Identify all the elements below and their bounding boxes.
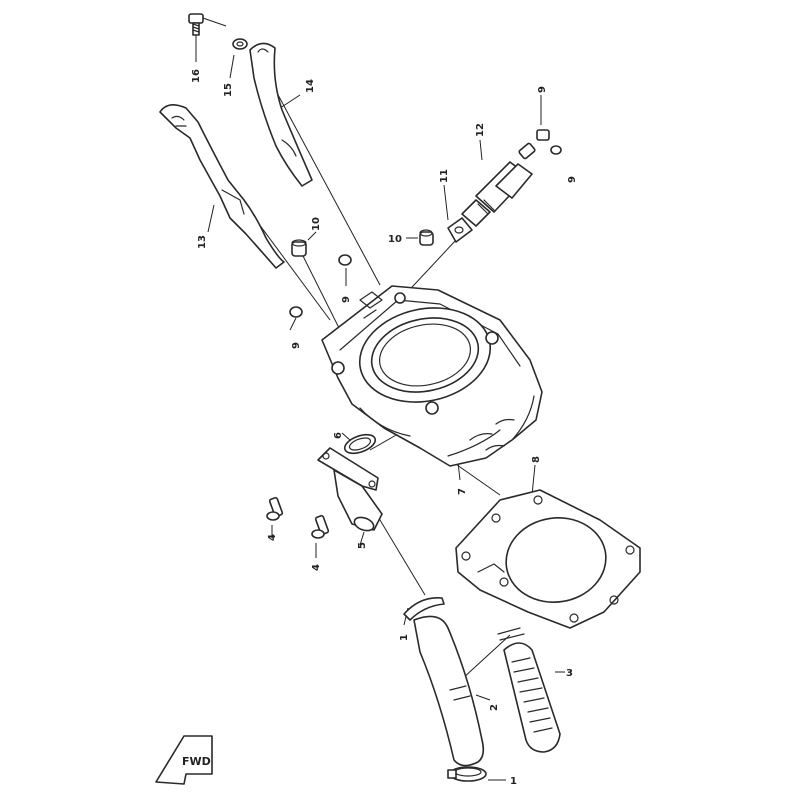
callout-5: 5 [357,542,368,549]
part-15-washer [232,38,248,50]
callout-4-right: 4 [311,564,322,571]
callout-9-mid: 9 [341,296,352,303]
part-7-cylinder-block [321,285,543,467]
callout-11: 11 [439,169,450,183]
part-4-bolt-a [266,496,284,521]
part-11-tensioner-gasket [447,217,473,243]
fwd-arrow-icon: FWD [155,735,213,785]
part-5-inlet-fitting [317,447,383,532]
callout-1-top: 1 [399,634,410,641]
part-1-clamp-top [403,597,445,621]
callout-6: 6 [333,432,344,439]
part-6-oring [343,433,377,455]
callout-13: 13 [197,235,208,249]
callout-labels: 16 15 14 13 10 10 9 9 9 9 11 12 7 8 6 5 … [191,69,578,787]
callout-10-left: 10 [311,217,322,231]
part-1-clamp-bottom [447,766,487,782]
part-16-bolt [188,13,227,36]
callout-2: 2 [489,704,500,711]
callout-15: 15 [223,83,234,97]
callout-12: 12 [475,123,486,137]
callout-16: 16 [191,69,202,83]
part-12-tensioner [461,129,562,227]
part-10-dowel-left [291,239,307,257]
part-10-dowel-right [419,229,434,246]
callout-9-right: 9 [567,176,578,183]
callout-8: 8 [531,456,542,463]
part-8-base-gasket [455,489,641,629]
part-4-bolt-b [311,514,330,539]
part-3-hose-sleeve [497,627,561,753]
part-9-oring-b [289,306,303,318]
callout-7: 7 [457,488,468,495]
part-9-oring-a [338,254,352,266]
callout-10-right: 10 [388,234,402,245]
callout-3: 3 [566,668,573,679]
part-2-hose [413,615,485,767]
callout-14: 14 [305,79,316,93]
part-13-tensioner-guide [159,104,285,269]
callout-9-top: 9 [537,86,548,93]
fwd-label: FWD [182,755,211,768]
callout-9-left: 9 [291,342,302,349]
callout-1-bottom: 1 [510,776,517,787]
callout-4-left: 4 [267,534,278,541]
part-14-chain-guide [249,42,313,187]
